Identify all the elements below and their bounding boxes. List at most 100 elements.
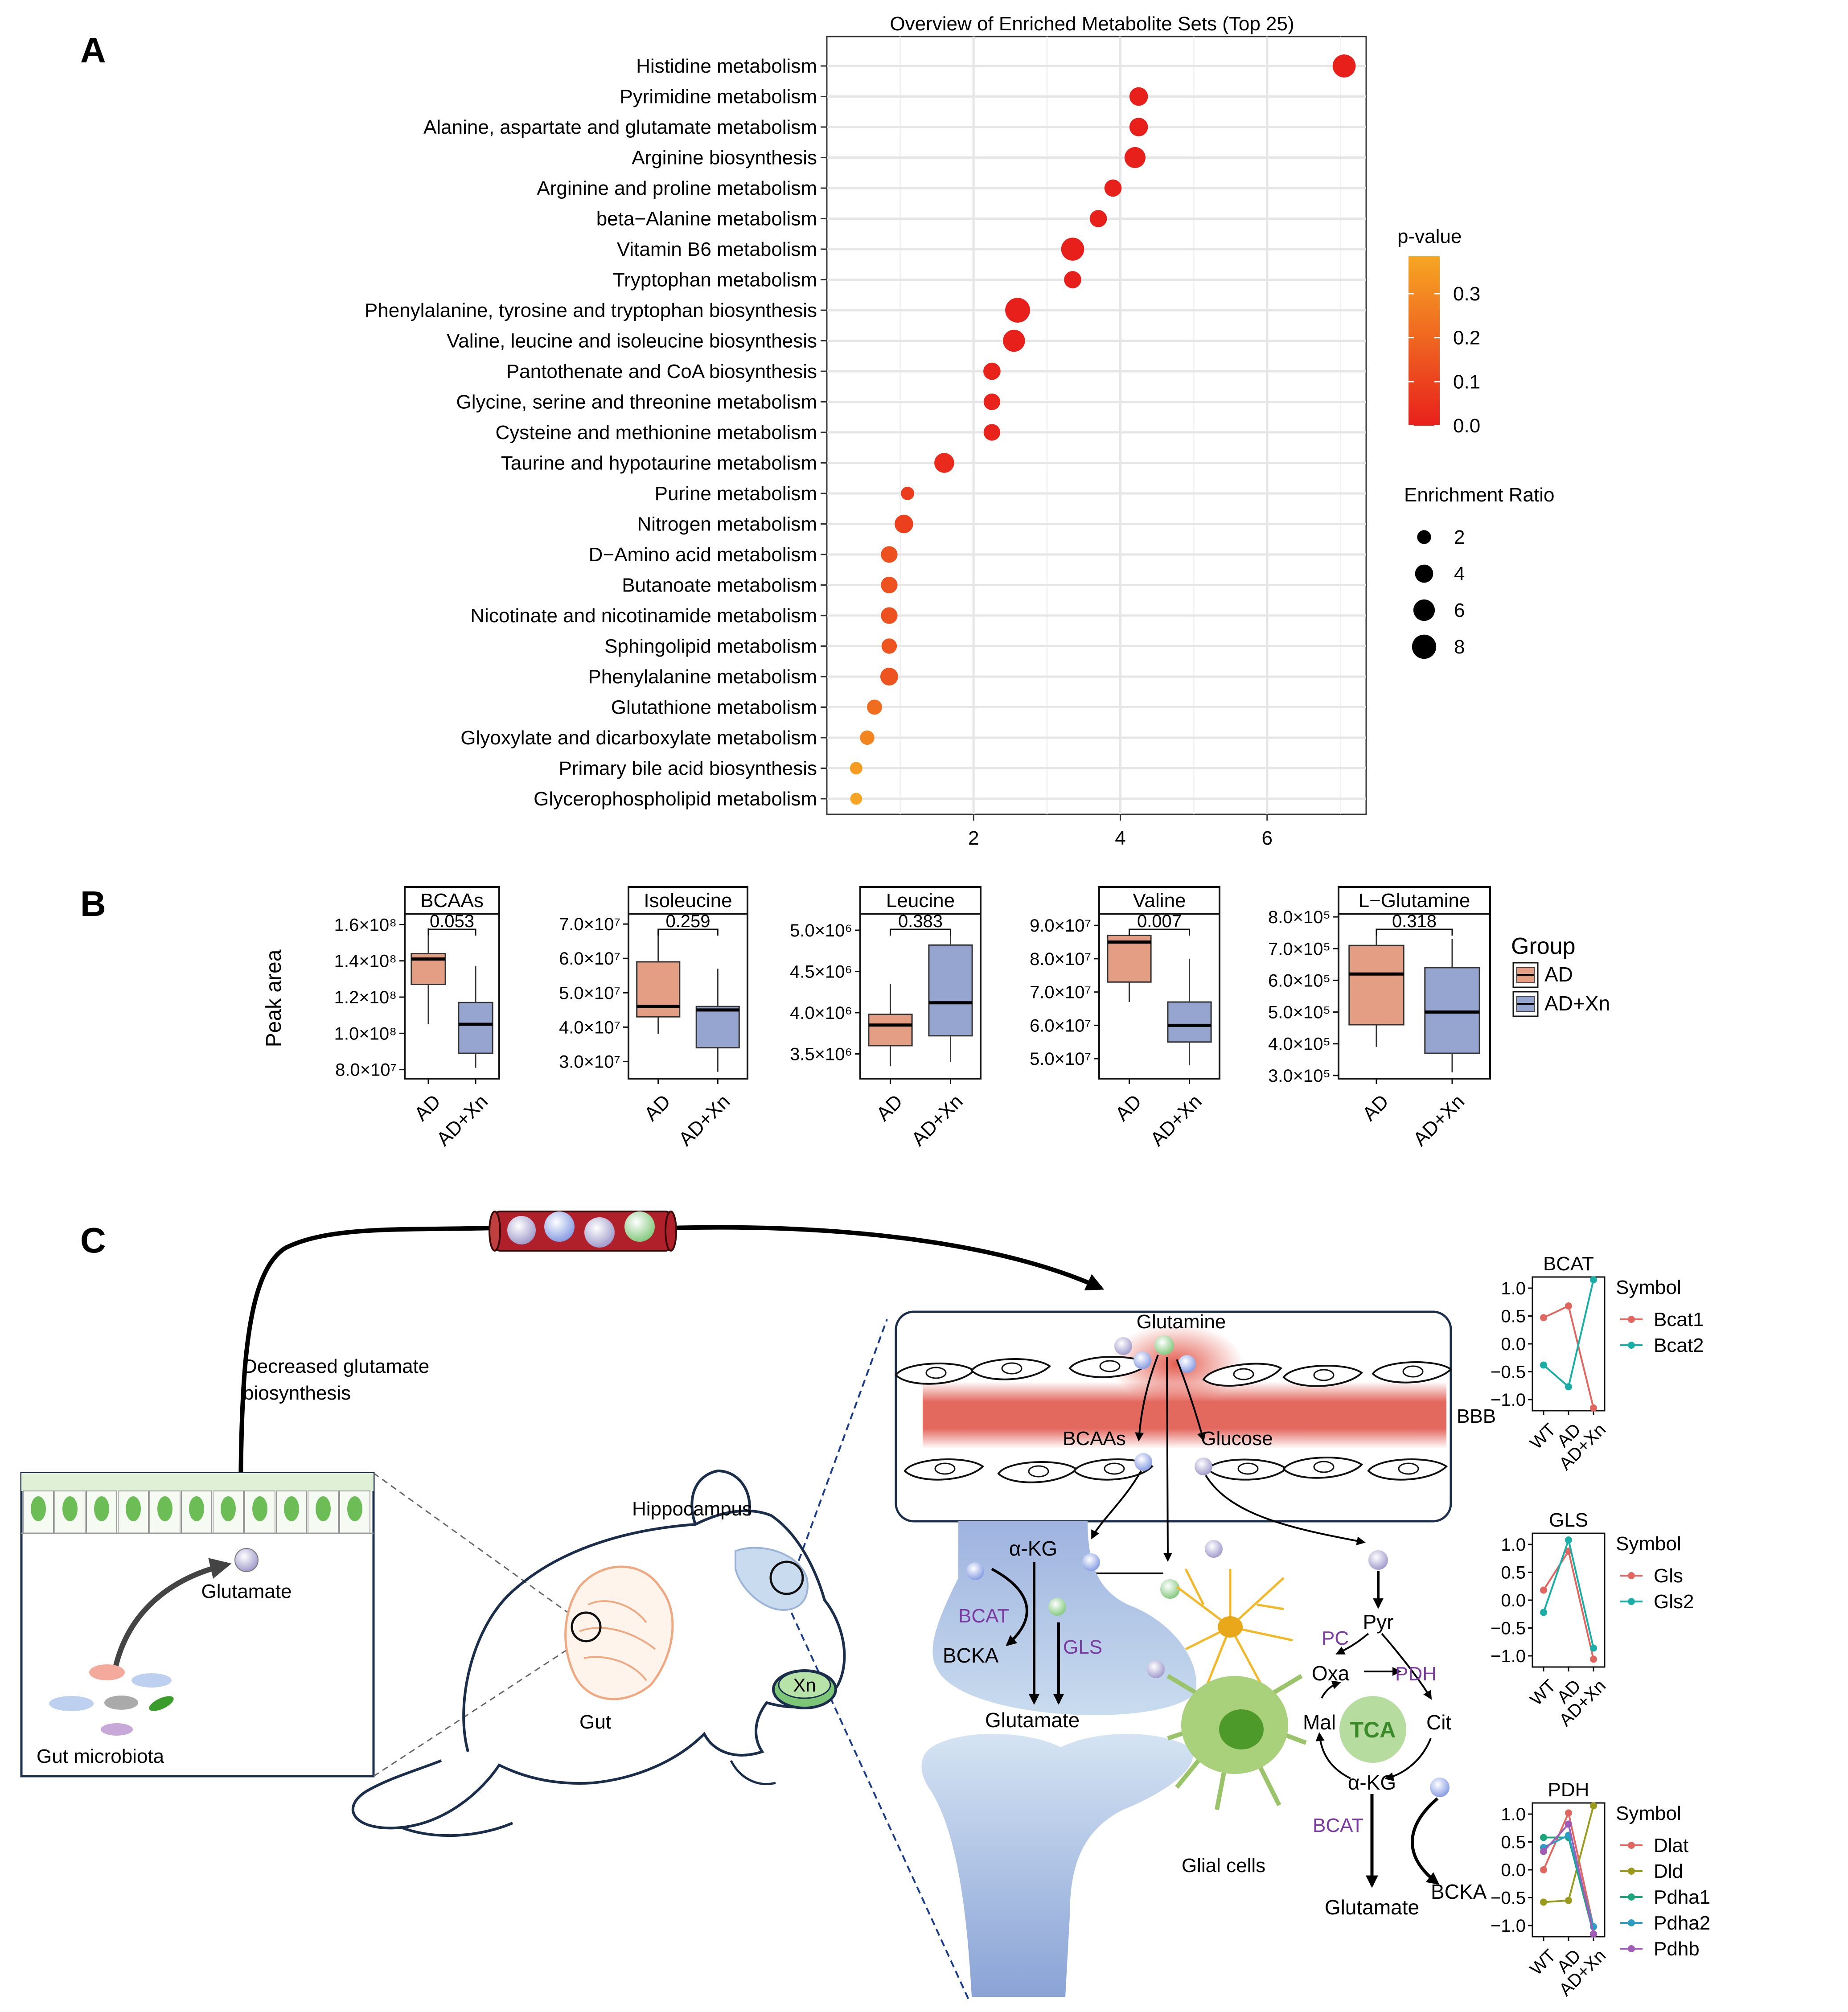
x-tick-label: AD+Xn bbox=[432, 1090, 492, 1150]
y-tick-label: 8.0×10⁵ bbox=[1268, 907, 1331, 927]
category-label: Nitrogen metabolism bbox=[637, 513, 817, 535]
data-point bbox=[983, 362, 1001, 380]
epithelial-nucleus bbox=[189, 1496, 204, 1521]
series-point bbox=[1540, 1848, 1547, 1855]
bbb-arrows bbox=[1086, 1355, 1366, 1578]
box bbox=[458, 1002, 493, 1054]
category-label: Pyrimidine metabolism bbox=[620, 86, 817, 108]
line-legend-label: Gls bbox=[1654, 1565, 1683, 1587]
bcat-label: BCAT bbox=[958, 1605, 1009, 1627]
y-tick-label: 4.0×10⁶ bbox=[790, 1003, 852, 1023]
series-point bbox=[1590, 1276, 1597, 1284]
x-tick-label: AD+Xn bbox=[1409, 1090, 1469, 1150]
category-label: D−Amino acid metabolism bbox=[589, 544, 817, 566]
series-point bbox=[1590, 1644, 1597, 1652]
x-tick-label: 6 bbox=[1262, 827, 1273, 849]
data-point bbox=[867, 699, 882, 715]
y-tick-label: 1.0×10⁸ bbox=[334, 1024, 397, 1043]
line-legend-label: Dld bbox=[1654, 1860, 1683, 1882]
series-point bbox=[1540, 1834, 1547, 1841]
line-chart: PDH1.00.50.0−0.5−1.0WTADAD+XnSymbolDlatD… bbox=[1491, 1779, 1710, 2000]
line-legend-label: Gls2 bbox=[1654, 1591, 1694, 1613]
x-tick-label: AD bbox=[872, 1090, 907, 1125]
y-tick-label: 0.0 bbox=[1501, 1860, 1526, 1880]
x-tick-label: AD+Xn bbox=[908, 1090, 967, 1150]
y-tick-label: −0.5 bbox=[1491, 1889, 1526, 1908]
series-point bbox=[1565, 1809, 1572, 1817]
y-tick-label: 4.0×10⁵ bbox=[1268, 1035, 1331, 1054]
epithelial-nucleus bbox=[347, 1496, 362, 1521]
bbb-balls bbox=[1114, 1335, 1212, 1475]
glutamine-label: Glutamine bbox=[1137, 1311, 1226, 1333]
data-points bbox=[850, 54, 1356, 805]
glutamate-bottom-label: Glutamate bbox=[1325, 1896, 1419, 1919]
color-bar-label: 0.0 bbox=[1453, 415, 1480, 437]
gls-label: GLS bbox=[1063, 1636, 1102, 1658]
significance-bracket bbox=[890, 928, 951, 936]
p-value-label: 0.318 bbox=[1392, 912, 1437, 931]
significance-bracket bbox=[1129, 928, 1190, 936]
neuron-arrows bbox=[991, 1562, 1064, 1705]
data-point bbox=[901, 486, 915, 501]
category-label: Taurine and hypotaurine metabolism bbox=[501, 452, 817, 474]
p-value-label: 0.053 bbox=[430, 912, 474, 931]
boxplot-panel: L−Glutamine8.0×10⁵7.0×10⁵6.0×10⁵5.0×10⁵4… bbox=[1268, 886, 1491, 1150]
endothelial-nucleus bbox=[925, 1367, 947, 1379]
tca-label: TCA bbox=[1350, 1717, 1396, 1742]
endothelial-cells bbox=[895, 1356, 1453, 1483]
data-point bbox=[881, 546, 898, 563]
facet-title: Leucine bbox=[886, 890, 955, 912]
y-tick-label: 9.0×10⁷ bbox=[1030, 916, 1091, 936]
category-label: Glyoxylate and dicarboxylate metabolism bbox=[460, 727, 817, 749]
glucose-label: Glucose bbox=[1201, 1428, 1273, 1449]
glial-cells-label: Glial cells bbox=[1182, 1855, 1265, 1876]
decreased-label-1: Decreased glutamate bbox=[243, 1355, 429, 1377]
data-point bbox=[1124, 147, 1146, 168]
y-tick-label: 7.0×10⁷ bbox=[559, 915, 620, 934]
endothelial-nucleus bbox=[1028, 1465, 1049, 1478]
facet-strip bbox=[1338, 886, 1491, 915]
y-tick-label: −0.5 bbox=[1491, 1619, 1526, 1638]
epithelial-nucleus bbox=[221, 1496, 236, 1521]
series-point bbox=[1540, 1314, 1547, 1322]
boxplot-panel: BCAAs1.6×10⁸1.4×10⁸1.2×10⁸1.0×10⁸8.0×10⁷… bbox=[334, 886, 500, 1150]
category-label: Arginine biosynthesis bbox=[632, 147, 817, 169]
line-legend-title: Symbol bbox=[1616, 1803, 1681, 1824]
legend-label: AD bbox=[1544, 963, 1573, 986]
series-point bbox=[1540, 1609, 1547, 1616]
x-tick-label: 4 bbox=[1115, 827, 1125, 849]
line-chart-title: PDH bbox=[1548, 1779, 1589, 1801]
line-legend-label: Bcat1 bbox=[1654, 1309, 1704, 1330]
line-legend-label: Pdha2 bbox=[1654, 1912, 1710, 1934]
endothelial-nucleus bbox=[1001, 1362, 1023, 1375]
x-tick-label: AD+Xn bbox=[1146, 1090, 1206, 1150]
category-label: Phenylalanine metabolism bbox=[588, 666, 817, 688]
endothelial-nucleus bbox=[1099, 1360, 1121, 1372]
category-label: Glutathione metabolism bbox=[611, 697, 817, 719]
epithelial-nucleus bbox=[284, 1496, 299, 1521]
size-legend-label: 8 bbox=[1454, 636, 1465, 658]
endothelial-nucleus bbox=[1233, 1368, 1254, 1380]
line-legend-dot bbox=[1628, 1316, 1635, 1323]
y-tick-label: 7.0×10⁵ bbox=[1268, 939, 1331, 959]
line-legend-dot bbox=[1628, 1598, 1635, 1605]
facet-title: L−Glutamine bbox=[1359, 890, 1470, 912]
box bbox=[636, 961, 681, 1018]
mal-label: Mal bbox=[1303, 1711, 1336, 1734]
endothelial-nucleus bbox=[1402, 1365, 1424, 1378]
series-point bbox=[1540, 1866, 1547, 1873]
y-tick-label: 5.0×10⁶ bbox=[790, 921, 852, 940]
blood-vessel bbox=[238, 1211, 1105, 1614]
category-label: Sphingolipid metabolism bbox=[604, 636, 817, 657]
y-tick-label: 1.6×10⁸ bbox=[334, 915, 397, 935]
expression-line-charts: BCAT1.00.50.0−0.5−1.0WTADAD+XnSymbolBcat… bbox=[1491, 1253, 1710, 2000]
category-label: Glycerophospholipid metabolism bbox=[534, 788, 817, 810]
category-label: Purine metabolism bbox=[655, 483, 817, 505]
panel-label-c: C bbox=[80, 1220, 106, 1260]
neuron bbox=[921, 1521, 1196, 1997]
gut-inset bbox=[20, 1472, 375, 1778]
data-point bbox=[1005, 298, 1030, 323]
group-legend-title: Group bbox=[1511, 933, 1576, 959]
